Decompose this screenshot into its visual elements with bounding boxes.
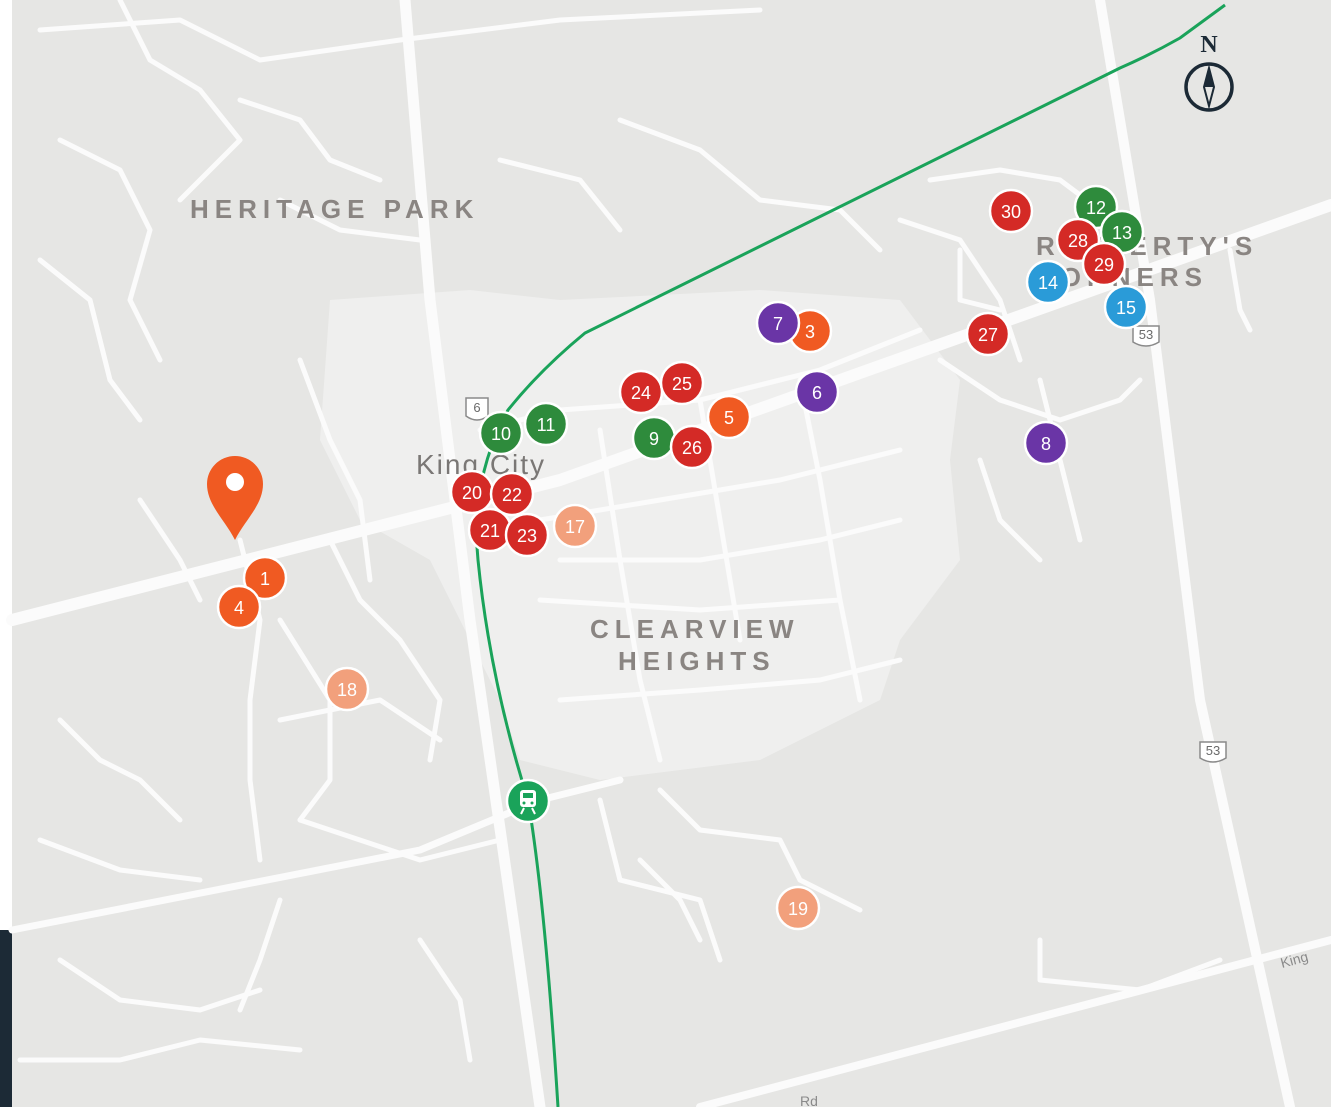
poi-marker-label: 12	[1086, 198, 1106, 218]
svg-text:53: 53	[1206, 743, 1220, 758]
poi-marker-13[interactable]: 13	[1099, 209, 1145, 255]
poi-marker-label: 6	[812, 383, 822, 403]
poi-marker-21[interactable]: 21	[467, 507, 513, 553]
poi-marker-10[interactable]: 10	[478, 410, 524, 456]
poi-marker-label: 11	[537, 415, 556, 435]
poi-marker-circle	[1025, 259, 1071, 305]
poi-marker-27[interactable]: 27	[965, 311, 1011, 357]
poi-marker-label: 26	[682, 438, 702, 458]
poi-marker-6[interactable]: 6	[794, 369, 840, 415]
poi-marker-circle	[1081, 241, 1127, 287]
road-label-rd: Rd	[800, 1093, 818, 1107]
poi-marker-label: 29	[1094, 255, 1114, 275]
poi-marker-circle	[1103, 284, 1149, 330]
poi-marker-label: 3	[805, 322, 815, 342]
poi-marker-20[interactable]: 20	[449, 469, 495, 515]
poi-marker-25[interactable]: 25	[659, 360, 705, 406]
location-pin[interactable]	[207, 456, 263, 540]
poi-marker-label: 9	[649, 429, 659, 449]
poi-marker-label: 5	[724, 408, 734, 428]
poi-marker-circle	[552, 503, 598, 549]
poi-marker-30[interactable]: 30	[988, 188, 1034, 234]
poi-marker-circle	[1023, 420, 1069, 466]
poi-marker-19[interactable]: 19	[775, 885, 821, 931]
side-panel-edge	[0, 930, 12, 1107]
compass-icon	[1184, 62, 1234, 112]
poi-marker-label: 4	[234, 598, 244, 618]
poi-marker-circle	[669, 424, 715, 470]
poi-marker-circle	[242, 555, 288, 601]
area-label-clearview: CLEARVIEW	[590, 614, 800, 644]
poi-marker-4[interactable]: 4	[216, 584, 262, 630]
svg-text:N: N	[1200, 32, 1218, 58]
poi-marker-label: 28	[1068, 231, 1088, 251]
poi-marker-26[interactable]: 26	[669, 424, 715, 470]
poi-marker-circle	[988, 188, 1034, 234]
poi-marker-label: 24	[631, 383, 651, 403]
road-label-king: King	[1279, 948, 1310, 971]
poi-marker-label: 27	[978, 325, 998, 345]
poi-marker-circle	[523, 401, 569, 447]
area-label-heights: HEIGHTS	[618, 646, 776, 676]
poi-marker-circle	[478, 410, 524, 456]
poi-marker-label: 19	[788, 899, 808, 919]
map-pin-icon	[207, 456, 263, 540]
poi-marker-1[interactable]: 1	[242, 555, 288, 601]
poi-marker-15[interactable]: 15	[1103, 284, 1149, 330]
poi-marker-label: 1	[260, 569, 270, 589]
poi-marker-label: 30	[1001, 202, 1021, 222]
poi-marker-18[interactable]: 18	[324, 666, 370, 712]
poi-marker-label: 18	[337, 680, 357, 700]
svg-text:6: 6	[473, 400, 480, 415]
poi-marker-label: 15	[1116, 298, 1136, 318]
poi-marker-circle	[775, 885, 821, 931]
poi-marker-label: 10	[491, 424, 511, 444]
poi-marker-label: 21	[480, 521, 500, 541]
poi-marker-circle	[504, 512, 550, 558]
poi-marker-11[interactable]: 11	[523, 401, 569, 447]
poi-marker-7[interactable]: 7	[755, 300, 801, 346]
poi-marker-22[interactable]: 22	[489, 471, 535, 517]
poi-marker-label: 17	[565, 517, 585, 537]
area-label-heritage-park: HERITAGE PARK	[190, 194, 479, 224]
transit-station[interactable]	[505, 778, 551, 824]
poi-marker-circle	[216, 584, 262, 630]
svg-text:53: 53	[1139, 327, 1153, 342]
poi-marker-5[interactable]: 5	[706, 394, 752, 440]
train-icon	[520, 790, 536, 815]
poi-marker-circle	[659, 360, 705, 406]
poi-marker-circle	[706, 394, 752, 440]
poi-marker-12[interactable]: 12	[1073, 184, 1119, 230]
poi-marker-label: 20	[462, 483, 482, 503]
highway-shield-53-a: 53	[1132, 325, 1160, 347]
poi-marker-label: 25	[672, 374, 692, 394]
poi-marker-14[interactable]: 14	[1025, 259, 1071, 305]
poi-marker-circle	[324, 666, 370, 712]
poi-marker-8[interactable]: 8	[1023, 420, 1069, 466]
highway-shield-53-b: 53	[1199, 741, 1227, 763]
poi-marker-23[interactable]: 23	[504, 512, 550, 558]
poi-marker-24[interactable]: 24	[618, 369, 664, 415]
poi-marker-circle	[489, 471, 535, 517]
poi-marker-label: 14	[1038, 273, 1058, 293]
poi-marker-29[interactable]: 29	[1081, 241, 1127, 287]
poi-marker-label: 13	[1112, 223, 1132, 243]
poi-marker-circle	[794, 369, 840, 415]
poi-marker-label: 8	[1041, 434, 1051, 454]
highway-shield-6: 6	[465, 397, 489, 421]
poi-marker-circle	[965, 311, 1011, 357]
compass: N	[1184, 32, 1234, 112]
poi-marker-label: 22	[502, 485, 522, 505]
poi-marker-circle	[755, 300, 801, 346]
poi-marker-17[interactable]: 17	[552, 503, 598, 549]
poi-marker-9[interactable]: 9	[631, 415, 677, 461]
poi-marker-label: 23	[517, 526, 537, 546]
transit-line	[475, 3, 1226, 1107]
poi-marker-label: 7	[773, 314, 783, 334]
